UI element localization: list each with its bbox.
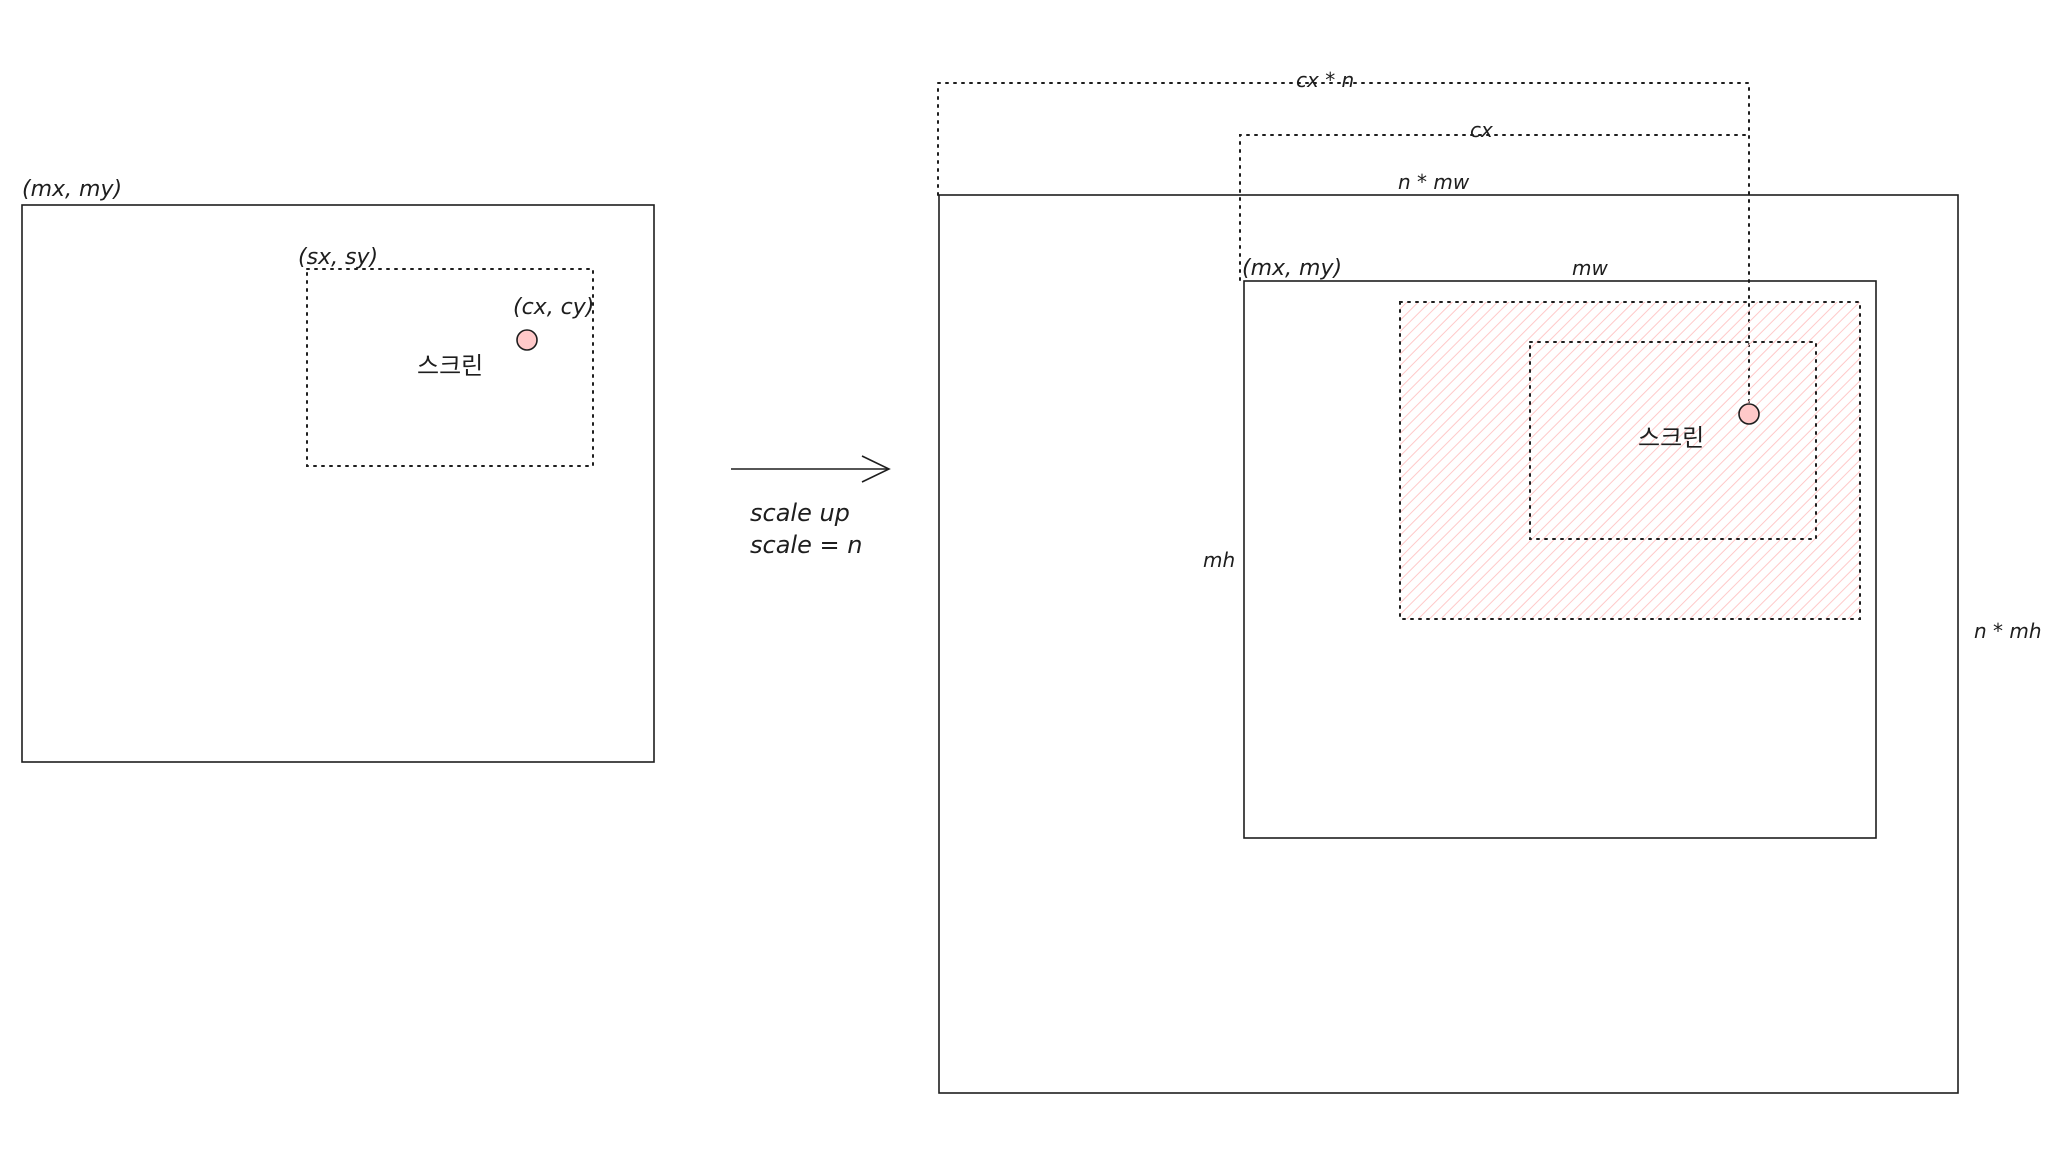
map-rect-inner xyxy=(1243,280,1877,839)
screen-label-scaled: 스크린 xyxy=(1638,424,1704,452)
scale-factor-label: scale = n xyxy=(750,531,862,559)
cx-times-n-bracket xyxy=(937,82,1750,414)
width-label: mw xyxy=(1572,256,1608,280)
map-rect-scaled xyxy=(938,194,1959,1094)
cx-label: cx xyxy=(1470,118,1493,142)
scaled-screen-area xyxy=(1400,302,1860,619)
arrow-right-icon xyxy=(731,455,891,483)
center-point-scaled xyxy=(1738,403,1760,425)
cx-bracket xyxy=(1239,134,1750,281)
scaled-width-label: n * mw xyxy=(1398,170,1470,194)
height-label: mh xyxy=(1203,548,1235,572)
screen-rect-original xyxy=(306,268,594,467)
screen-rect-scaled xyxy=(1529,341,1817,540)
map-rect-original xyxy=(21,204,655,763)
scaled-screen-outline xyxy=(1399,301,1861,620)
scale-up-label: scale up xyxy=(750,499,850,527)
cx-times-n-label: cx * n xyxy=(1296,68,1354,92)
screen-origin-label: (sx, sy) xyxy=(298,245,378,270)
screen-label-original: 스크린 xyxy=(417,352,483,380)
center-point-original xyxy=(516,329,538,351)
center-label: (cx, cy) xyxy=(513,295,594,320)
inner-origin-label: (mx, my) xyxy=(1242,256,1342,281)
scaled-height-label: n * mh xyxy=(1974,619,2042,643)
map-origin-label: (mx, my) xyxy=(22,177,122,202)
